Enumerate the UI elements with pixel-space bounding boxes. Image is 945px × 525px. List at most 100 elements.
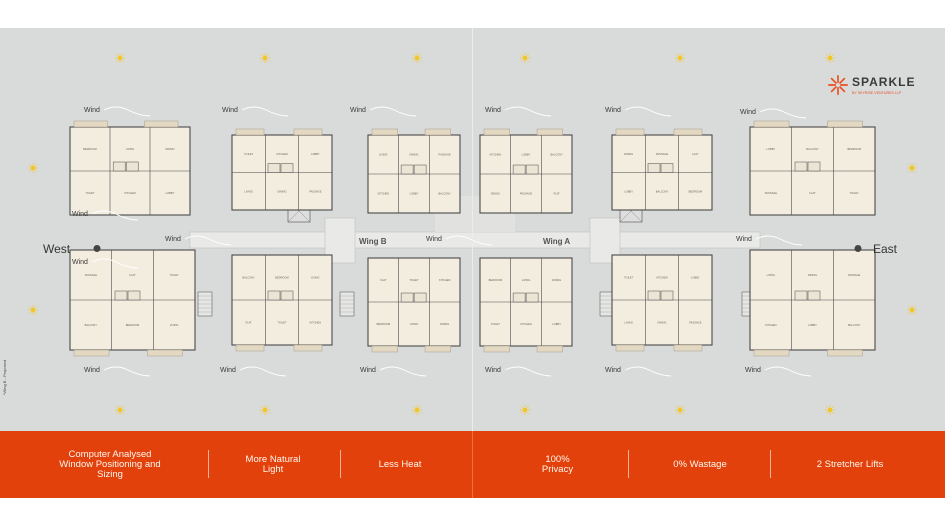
sun-ray: [419, 54, 421, 56]
room-label: PASSAGE: [848, 273, 860, 277]
sun-ray: [419, 412, 421, 414]
east-label: East: [873, 242, 898, 256]
wind-label: Wind: [485, 107, 501, 114]
room-label: KITCHEN: [490, 153, 502, 157]
room-label: LIVING: [379, 153, 388, 157]
wind-arrow: [91, 258, 139, 269]
wind-label: Wind: [165, 236, 181, 243]
feature-stretcher-lifts: 2 Stretcher Lifts: [816, 458, 884, 470]
balcony: [753, 349, 790, 357]
room-label: DINING: [277, 189, 286, 193]
room-label: TOILET: [491, 322, 500, 326]
sun-core: [414, 407, 420, 413]
toilet-block: [794, 161, 808, 172]
sun-ray: [419, 406, 421, 408]
room-label: LIVING: [767, 273, 776, 277]
toilet-block: [512, 292, 526, 303]
sun-core: [827, 407, 833, 413]
brand-name: SPARKLE: [852, 75, 916, 89]
wind-label: Wind: [426, 236, 442, 243]
room-label: TOILET: [850, 191, 859, 195]
room-label: LOBBY: [522, 153, 531, 157]
balcony: [673, 128, 703, 136]
toilet-block: [400, 164, 414, 175]
sun-icon: [28, 163, 38, 173]
wind-arrow: [764, 366, 812, 377]
toilet-block: [127, 290, 141, 301]
room-label: PASSAGE: [85, 273, 97, 277]
toilet-block: [794, 290, 808, 301]
room-label: KITCHEN: [124, 191, 136, 195]
balcony: [235, 128, 265, 136]
sun-ray: [676, 54, 678, 56]
room-label: KITCHEN: [439, 278, 451, 282]
balcony: [615, 344, 645, 352]
wind-label: Wind: [222, 107, 238, 114]
room-label: DINING: [491, 192, 500, 196]
room-label: BEDROOM: [489, 278, 502, 282]
room-label: KITCHEN: [656, 276, 668, 280]
sun-ray: [267, 60, 269, 62]
room-label: LIVING: [522, 278, 531, 282]
toilet-block: [807, 290, 821, 301]
room-label: KITCHEN: [765, 323, 777, 327]
feature-separator: [208, 450, 209, 478]
room-label: PASSAGE: [656, 152, 668, 156]
room-label: BEDROOM: [847, 147, 860, 151]
sun-ray: [682, 54, 684, 56]
sun-core: [30, 165, 36, 171]
toilet-block: [525, 164, 539, 175]
room-label: PASSAGE: [765, 191, 777, 195]
east-marker: [854, 245, 862, 252]
sun-ray: [122, 60, 124, 62]
sun-icon: [675, 53, 685, 63]
toilet-block: [512, 164, 526, 175]
sun-icon: [675, 405, 685, 415]
room-label: FLAT: [554, 192, 561, 196]
sun-icon: [260, 405, 270, 415]
room-label: LOBBY: [691, 276, 700, 280]
balcony: [235, 344, 265, 352]
sun-core: [909, 307, 915, 313]
room-label: FLAT: [692, 152, 699, 156]
feature-natural-light: More Natural Light: [245, 453, 301, 475]
balcony: [753, 120, 790, 128]
toilet-block: [413, 292, 427, 303]
sun-ray: [914, 170, 916, 172]
room-label: BEDROOM: [275, 276, 288, 280]
sun-ray: [527, 54, 529, 56]
sun-icon: [825, 53, 835, 63]
sun-ray: [521, 54, 523, 56]
wind-label: Wind: [220, 367, 236, 374]
features-band: Computer Analysed Window Positioning and…: [0, 431, 945, 498]
sun-ray: [914, 312, 916, 314]
sun-ray: [682, 412, 684, 414]
sun-core: [522, 55, 528, 61]
wing-a-label: Wing A: [543, 237, 570, 246]
sun-core: [522, 407, 528, 413]
wind-label: Wind: [736, 236, 752, 243]
room-label: LOBBY: [410, 192, 419, 196]
wind-label: Wind: [360, 367, 376, 374]
room-label: PASSAGE: [439, 153, 451, 157]
toilet-block: [647, 290, 661, 301]
wind-label: Wind: [740, 109, 756, 116]
sun-ray: [116, 412, 118, 414]
wind-arrow: [103, 106, 151, 117]
balcony: [424, 345, 452, 353]
room-label: TOILET: [85, 191, 94, 195]
wind-label: Wind: [84, 367, 100, 374]
room-label: KITCHEN: [520, 322, 532, 326]
room-label: FLAT: [380, 278, 387, 282]
sun-ray: [832, 54, 834, 56]
sun-ray: [29, 306, 31, 308]
sun-ray: [35, 312, 37, 314]
room-label: DINING: [409, 153, 418, 157]
room-label: LIVING: [624, 321, 633, 325]
sun-ray: [521, 412, 523, 414]
sun-icon: [520, 53, 530, 63]
sun-ray: [261, 54, 263, 56]
wind-label: Wind: [350, 107, 366, 114]
room-label: LIVING: [311, 276, 320, 280]
feature-separator: [628, 450, 629, 478]
